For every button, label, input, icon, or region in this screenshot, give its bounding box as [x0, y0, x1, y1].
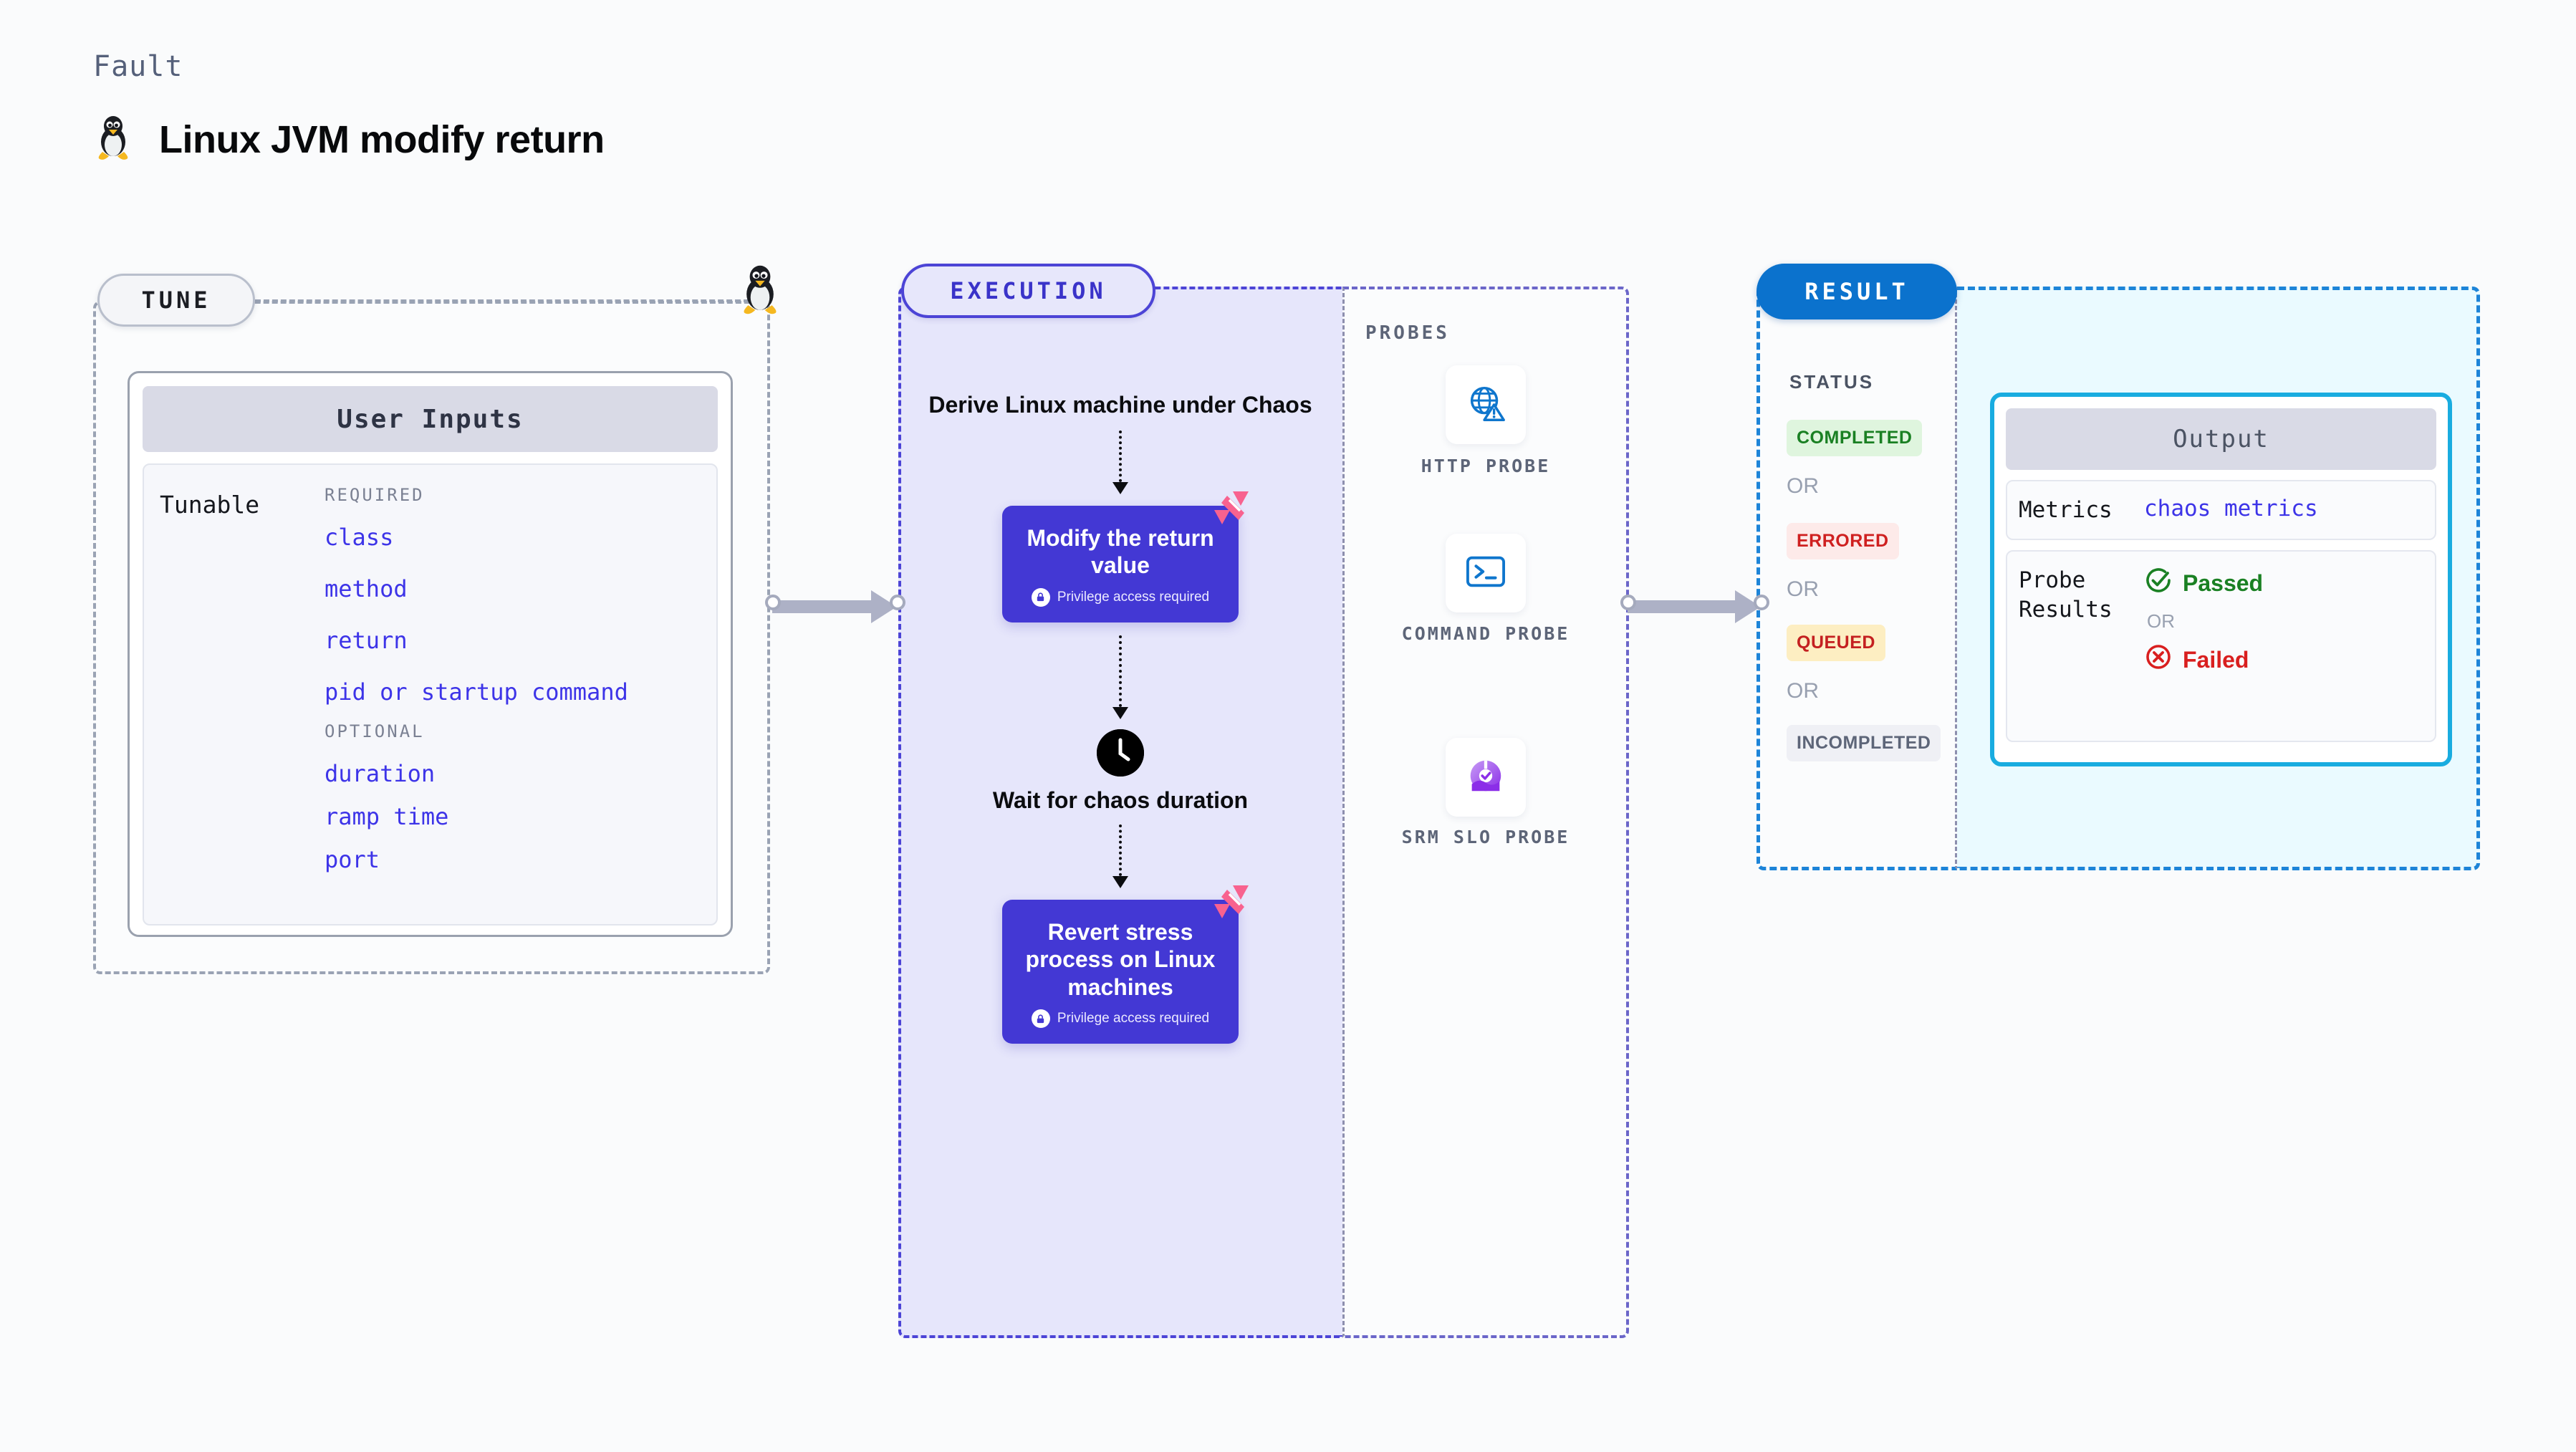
- exec-arrowhead-2: [1112, 706, 1128, 719]
- status-badge-queued: QUEUED: [1787, 625, 1885, 661]
- linux-penguin-icon: [93, 115, 133, 164]
- lock-icon: [1031, 587, 1050, 607]
- exec-dashed-line-3: [1119, 824, 1122, 876]
- user-inputs-body: Tunable REQUIRED class method return pid…: [143, 463, 718, 925]
- output-row-probe-results: Probe Results Passed OR: [2006, 550, 2436, 743]
- tunable-item-return[interactable]: return: [325, 627, 408, 654]
- output-probe-values: Passed OR Failed: [2144, 566, 2263, 677]
- status-or-3: OR: [1787, 679, 1819, 703]
- probe-result-or: OR: [2147, 610, 2175, 633]
- exec-node-title: Revert stress process on Linux machines: [1025, 918, 1216, 1000]
- exec-step-wait-label: Wait for chaos duration: [992, 787, 1249, 813]
- tunable-item-pid-or-startup-command[interactable]: pid or startup command: [325, 678, 628, 706]
- exec-dashed-line-2: [1119, 635, 1122, 707]
- connector-start-dot: [765, 595, 781, 610]
- probe-card-http[interactable]: [1446, 365, 1526, 444]
- output-row-metrics: Metrics chaos metrics: [2006, 480, 2436, 541]
- exec-arrowhead-3: [1112, 875, 1128, 888]
- execution-flow-column: Derive Linux machine under Chaos Modify …: [898, 287, 1342, 1044]
- probes-stage-container: [1342, 287, 1629, 1338]
- status-badge-completed: COMPLETED: [1787, 420, 1923, 456]
- tunable-item-method[interactable]: method: [325, 575, 408, 602]
- probe-passed-label: Passed: [2183, 569, 2264, 596]
- connector-tune-to-execution: [765, 590, 905, 623]
- tunable-group-optional-heading: OPTIONAL: [325, 721, 425, 741]
- tune-dashed-connector: [255, 299, 749, 302]
- srm-slo-icon: [1464, 755, 1508, 800]
- connector-line: [1628, 600, 1736, 613]
- probe-label-command: COMMAND PROBE: [1401, 623, 1570, 644]
- tunable-list: REQUIRED class method return pid or star…: [325, 485, 701, 917]
- page-header-row: Linux JVM modify return: [93, 115, 605, 164]
- exec-arrowhead-1: [1112, 482, 1128, 495]
- probe-failed-label: Failed: [2183, 646, 2249, 673]
- tune-stage-pill[interactable]: TUNE: [97, 274, 255, 327]
- exec-node-subtitle: Privilege access required: [1057, 589, 1210, 605]
- exec-node-modify-return[interactable]: Modify the return value Privilege access…: [1002, 491, 1249, 622]
- status-badge-errored: ERRORED: [1787, 523, 1899, 559]
- tunable-item-ramp-time[interactable]: ramp time: [325, 803, 449, 830]
- output-metrics-key: Metrics: [2019, 497, 2113, 523]
- probe-label-srm-slo: SRM SLO PROBE: [1401, 827, 1570, 847]
- page-kicker: Fault: [93, 50, 183, 83]
- output-metrics-value[interactable]: chaos metrics: [2144, 496, 2318, 521]
- connector-probes-to-result: [1620, 590, 1771, 623]
- status-badge-incompleted: INCOMPLETED: [1787, 725, 1941, 761]
- harness-logo-icon: [1211, 489, 1251, 532]
- result-status-heading: STATUS: [1789, 371, 1875, 393]
- tunable-item-duration[interactable]: duration: [325, 760, 436, 787]
- harness-logo-icon: [1211, 883, 1251, 926]
- tunable-item-port[interactable]: port: [325, 846, 380, 873]
- tunable-item-class[interactable]: class: [325, 524, 394, 551]
- lock-icon: [1031, 1009, 1050, 1029]
- tune-linux-penguin-icon: [738, 264, 782, 319]
- status-or-2: OR: [1787, 577, 1819, 601]
- x-circle-icon: [2144, 643, 2173, 677]
- terminal-icon: [1464, 552, 1508, 595]
- probe-card-srm-slo[interactable]: [1446, 738, 1526, 817]
- output-probe-key: Probe Results: [2019, 567, 2113, 622]
- exec-dashed-line-1: [1119, 431, 1122, 483]
- exec-node-revert-stress[interactable]: Revert stress process on Linux machines …: [1002, 885, 1249, 1044]
- probe-card-command[interactable]: [1446, 534, 1526, 612]
- probe-label-http: HTTP PROBE: [1421, 456, 1551, 476]
- tunable-row-label: Tunable: [160, 491, 260, 519]
- probe-result-passed: Passed: [2144, 566, 2263, 600]
- exec-node-subtitle-row: Privilege access required: [1017, 587, 1224, 607]
- probe-result-failed: Failed: [2144, 643, 2263, 677]
- exec-node-title: Modify the return value: [1027, 525, 1214, 579]
- result-status-container: [1756, 287, 1957, 870]
- status-or-1: OR: [1787, 474, 1819, 498]
- result-stage-pill[interactable]: RESULT: [1756, 264, 1957, 319]
- globe-warning-icon: [1464, 381, 1508, 429]
- probes-heading: PROBES: [1365, 322, 1450, 344]
- output-card: Output Metrics chaos metrics Probe Resul…: [1990, 393, 2452, 766]
- exec-step-derive-label: Derive Linux machine under Chaos: [928, 392, 1312, 418]
- check-circle-icon: [2144, 566, 2173, 600]
- output-card-title: Output: [2006, 408, 2436, 470]
- page-title: Linux JVM modify return: [159, 117, 605, 161]
- exec-node-subtitle-row: Privilege access required: [1017, 1009, 1224, 1029]
- connector-end-dot: [890, 595, 905, 610]
- execution-stage-pill[interactable]: EXECUTION: [901, 264, 1155, 318]
- connector-line: [772, 600, 873, 613]
- tunable-group-required-heading: REQUIRED: [325, 485, 425, 505]
- user-inputs-card: User Inputs Tunable REQUIRED class metho…: [128, 371, 733, 937]
- exec-node-subtitle: Privilege access required: [1057, 1011, 1210, 1027]
- connector-end-dot: [1754, 595, 1769, 610]
- clock-icon: [1097, 729, 1144, 777]
- connector-start-dot: [1620, 595, 1636, 610]
- user-inputs-title: User Inputs: [143, 386, 718, 452]
